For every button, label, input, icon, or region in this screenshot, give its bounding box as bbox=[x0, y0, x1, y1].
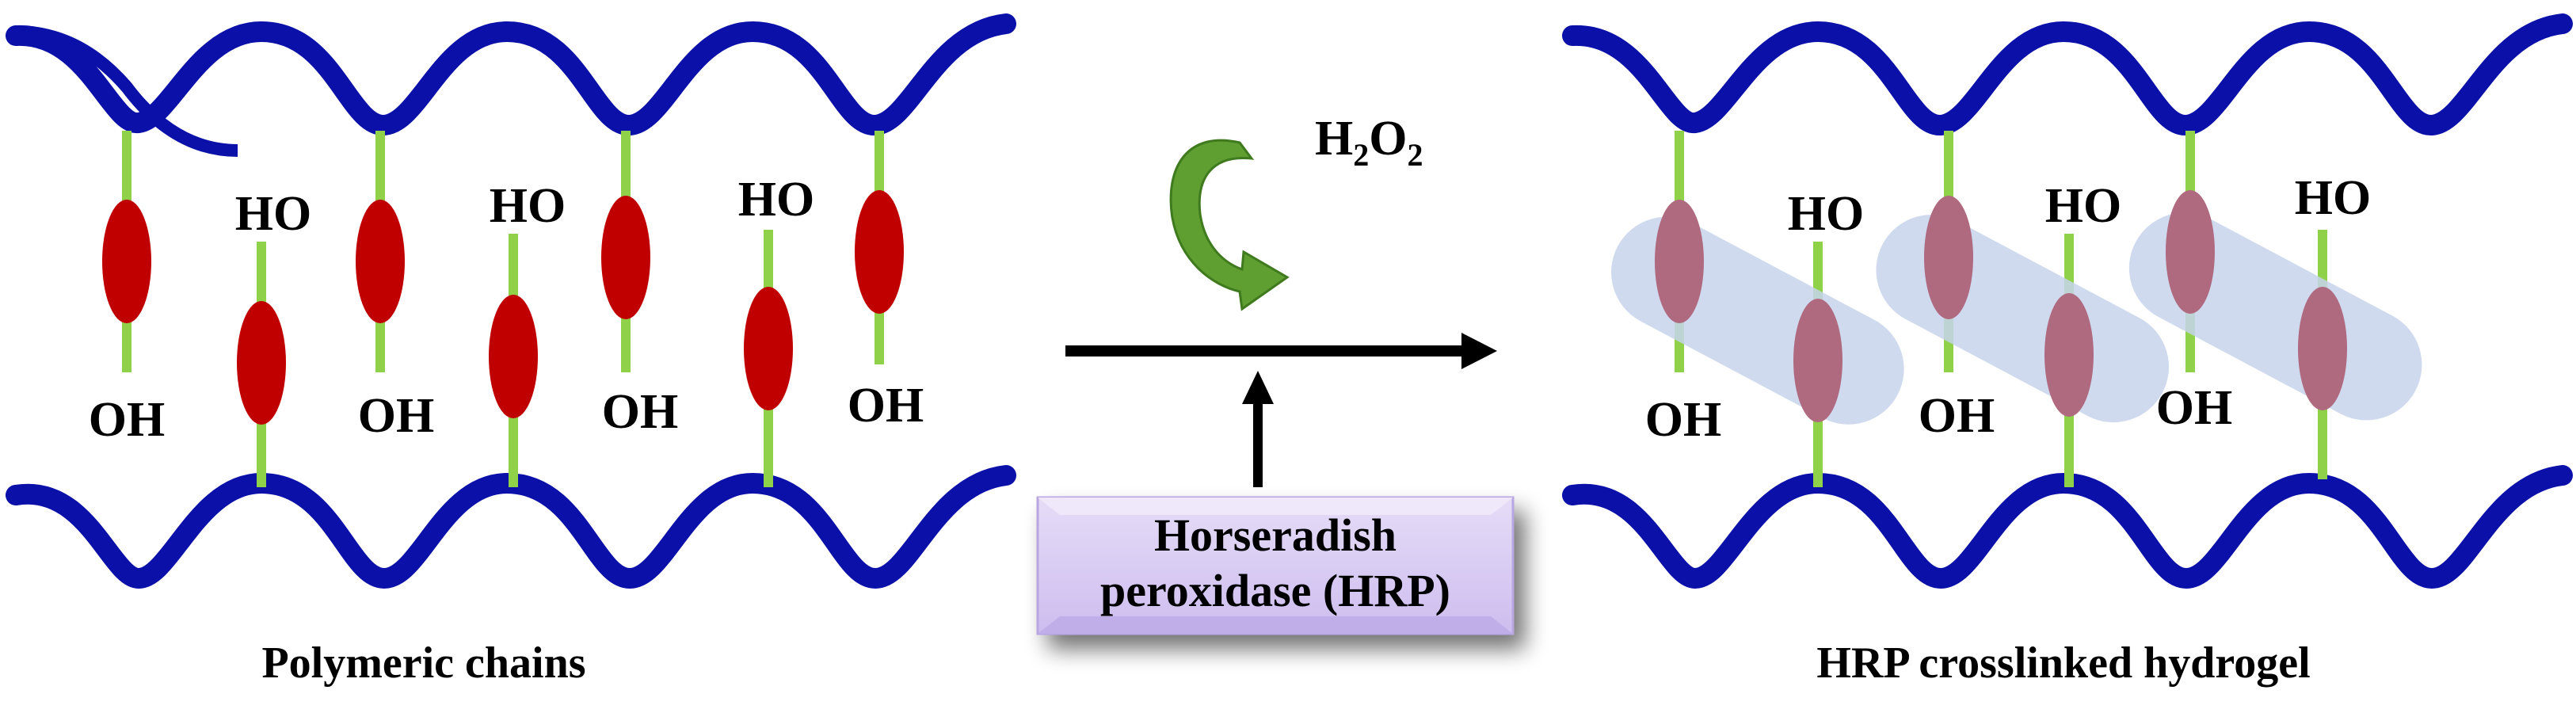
up-arrow-icon bbox=[1242, 371, 1274, 487]
monomer bbox=[855, 190, 904, 314]
monomer bbox=[356, 200, 405, 323]
left-top-unit-1 bbox=[102, 131, 151, 372]
oh-label: OH bbox=[2156, 381, 2232, 435]
oh-label: OH bbox=[602, 385, 678, 439]
top-polymer-chain-wave bbox=[6, 13, 1016, 135]
curved-arrow-icon bbox=[1169, 139, 1290, 311]
oh-label: OH bbox=[848, 379, 924, 433]
ho-label: HO bbox=[2295, 171, 2371, 225]
left-top-unit-3 bbox=[601, 131, 650, 372]
monomer bbox=[601, 196, 650, 319]
monomer bbox=[744, 287, 793, 410]
top-polymer-chain-wave bbox=[1562, 13, 2573, 135]
crosslink-band bbox=[1611, 216, 1904, 425]
left-caption: Polymeric chains bbox=[261, 639, 585, 688]
oh-label: OH bbox=[89, 393, 165, 447]
h2o2-label: H2O2 bbox=[1315, 112, 1423, 173]
enzyme-box bbox=[1036, 496, 1515, 635]
left-bottom-unit-1 bbox=[237, 242, 286, 487]
crosslink-band bbox=[1876, 215, 2170, 423]
crosslinked-monomer bbox=[1924, 196, 1973, 319]
left-top-unit-2 bbox=[356, 131, 405, 372]
left-panel: OH OH OH OH HO HO HO Polymeric chains bbox=[6, 13, 1016, 688]
enzyme-label-line1: Horseradish bbox=[1154, 509, 1397, 561]
crosslinked-monomer bbox=[2298, 287, 2347, 410]
monomer bbox=[237, 301, 286, 425]
enzyme-label-line2: peroxidase (HRP) bbox=[1100, 565, 1450, 616]
crosslinked-monomer bbox=[1655, 200, 1704, 323]
crosslinked-monomer bbox=[2166, 190, 2215, 314]
right-panel: OH OH OH HO HO HO HRP crosslinked hydrog… bbox=[1562, 13, 2573, 688]
right-caption: HRP crosslinked hydrogel bbox=[1816, 639, 2310, 688]
crosslinked-monomer bbox=[2044, 293, 2094, 417]
oh-label: OH bbox=[358, 389, 434, 443]
left-bottom-unit-2 bbox=[489, 234, 538, 487]
ho-label: HO bbox=[490, 179, 566, 233]
monomer bbox=[102, 200, 151, 323]
left-top-unit-4 bbox=[855, 131, 904, 364]
ho-label: HO bbox=[1788, 187, 1864, 241]
ho-label: HO bbox=[738, 173, 814, 227]
ho-label: HO bbox=[235, 187, 311, 241]
right-arrow-icon bbox=[1065, 333, 1497, 369]
ho-label: HO bbox=[2045, 179, 2121, 233]
oh-label: OH bbox=[1645, 393, 1721, 447]
bottom-polymer-chain-wave bbox=[1562, 465, 2573, 589]
monomer bbox=[489, 295, 538, 418]
oh-label: OH bbox=[1919, 389, 1995, 443]
left-bottom-unit-3 bbox=[744, 230, 793, 487]
reaction-center: H2O2 Horseradish peroxidase (HRP) bbox=[1036, 112, 1515, 635]
crosslinked-monomer bbox=[1793, 299, 1842, 422]
bottom-polymer-chain-wave bbox=[6, 465, 1016, 589]
